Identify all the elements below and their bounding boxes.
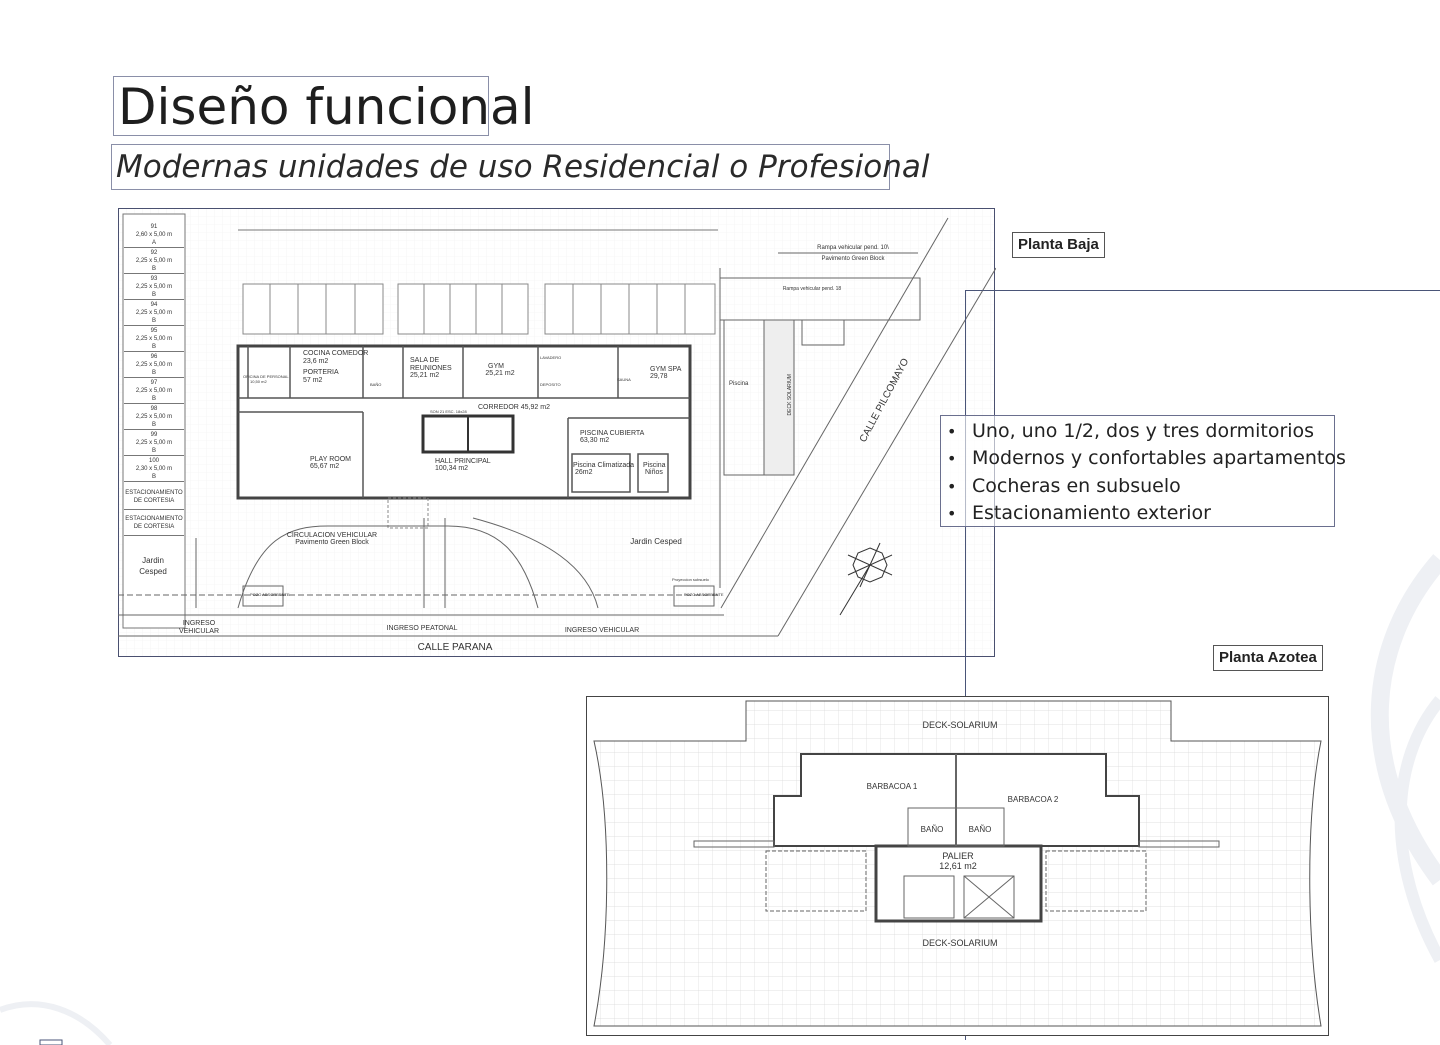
room-label: BARBACOA 1 [866,782,918,791]
well-label: POZO ABSORBENTE [684,592,724,597]
room-label: GYM [488,363,504,370]
page-title: Diseño funcional [113,76,535,136]
room-label: CORREDOR 45,92 m2 [478,404,550,411]
planta-azotea-label: Planta Azotea [1213,645,1323,671]
room-label: Piscina [643,462,666,469]
feature-item: Estacionamiento exterior [947,500,1334,527]
room-area: 100,34 m2 [435,465,469,472]
ramp-label: Rampa vehicular pend. 10\ [817,245,889,251]
room-label: DEPOSITO [540,382,561,387]
pool-label: Piscina [729,381,749,387]
room-label: BARBACOA 2 [1007,795,1059,804]
planta-azotea-floor-plan [586,696,1329,1036]
compass-icon [839,542,893,616]
room-label: PALIER [942,851,974,861]
room-label: LAVADERO [540,355,562,360]
room-area: 63,30 m2 [580,437,610,444]
room-area: 26m2 [575,469,593,476]
deck-label: DECK-SOLARIUM [922,720,998,730]
page-subtitle: Modernas unidades de uso Residencial o P… [111,144,930,190]
area-label: CIRCULACION VEHICULAR [286,532,378,539]
garden-label: Cesped [139,567,167,576]
courtesy-parking: ESTACIONAMIENTO DE CORTESIA [124,510,184,536]
room-area: 23,6 m2 [303,358,329,365]
room-area: 25,21 m2 [410,372,440,379]
feature-item: Modernos y confortables apartamentos [947,445,1346,472]
ramp-label: Pavimento Green Block [821,256,885,262]
room-label: GYM SPA [650,366,682,373]
projection-label: Proyeccion subsuelo [672,577,709,582]
deck-label: DECK-SOLARIUM [922,938,998,948]
room-label: COCINA COMEDOR [303,350,369,357]
planta-baja-floor-plan [118,208,996,657]
entrance-label: INGRESO VEHICULAR [564,627,640,634]
room-label: BAÑO [370,382,382,387]
room-area: 12,61 m2 [939,861,977,871]
feature-item: Cocheras en subsuelo [947,473,1334,500]
room-label: SAUNA [617,377,631,382]
room-label: OFICINA DE PERSONAL [243,374,289,379]
room-label: Niños [645,469,663,476]
garden-label: Jardin Cesped [630,537,682,546]
area-label: Pavimento Green Block [295,539,369,546]
street-label: CALLE PARANA [417,642,493,653]
feature-item: Uno, uno 1/2, dos y tres dormitorios [947,418,1334,445]
ramp-label: Rampa vehicular pend. 18 [782,286,842,292]
room-area: 65,67 m2 [310,463,340,470]
stair-label: SON 21 ESC. 18x28 [430,409,467,414]
room-label: Piscina Climatizada [573,462,635,469]
courtesy-parking: ESTACIONAMIENTO DE CORTESIA [124,484,184,510]
room-area: 10,50 m2 [250,379,267,384]
well-label: POZO ABSORBENTE [250,592,290,597]
planta-baja-label: Planta Baja [1012,232,1105,258]
room-area: 57 m2 [303,377,323,384]
features-list: Uno, uno 1/2, dos y tres dormitorios Mod… [940,415,1346,527]
deck-label: DECK SOLARIUM [786,374,793,416]
room-label: BAÑO [968,825,992,834]
room-label: REUNIONES [410,365,452,372]
room-label: SALA DE [410,357,440,364]
entrance-label: VEHICULAR [178,628,220,635]
garden-label: Jardin [142,556,164,565]
entrance-label: INGRESO PEATONAL [386,625,458,632]
room-label: BAÑO [920,825,944,834]
room-area: 25,21 m2 [485,370,515,377]
room-label: PISCINA CUBIERTA [580,430,645,437]
room-label: PLAY ROOM [310,456,351,463]
entrance-label: INGRESO [182,620,216,627]
room-area: 29,78 [650,373,668,380]
room-label: PORTERIA [303,369,339,376]
room-label: HALL PRINCIPAL [435,458,491,465]
